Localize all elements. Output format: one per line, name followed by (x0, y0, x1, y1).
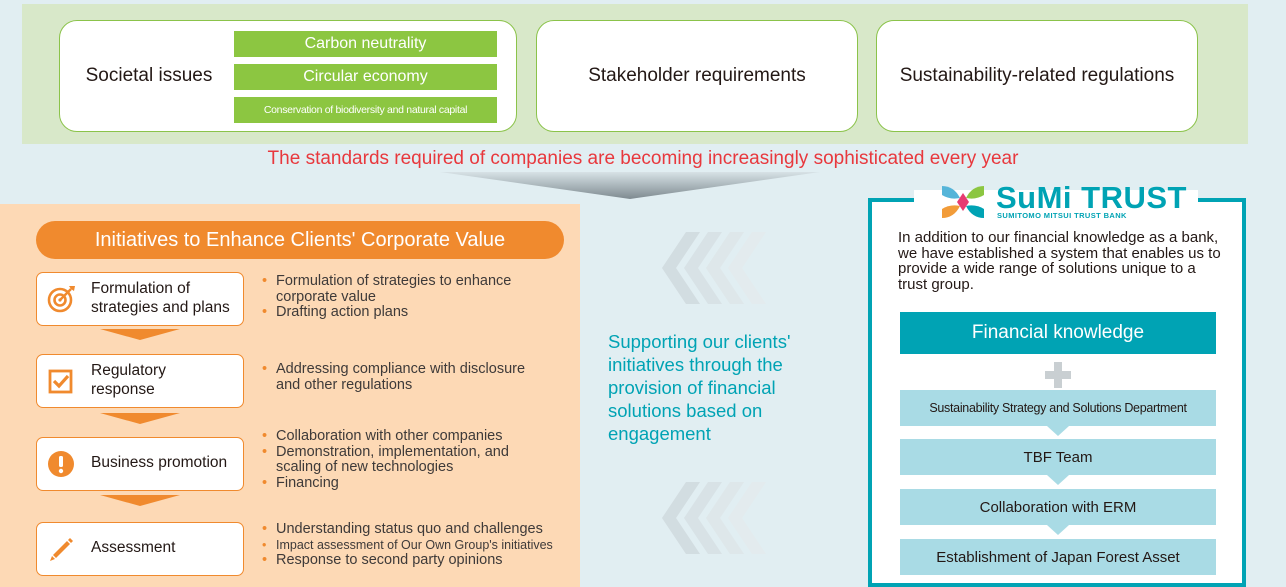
tagline: The standards required of companies are … (267, 148, 1019, 169)
sumi-trust-logo-icon (942, 186, 984, 218)
step-connector-arrow (100, 495, 180, 506)
sustainability-regulations-box: Sustainability-related regulations (876, 20, 1198, 132)
step-label: Business promotion (91, 454, 228, 472)
target-icon (47, 286, 75, 313)
pencil-icon (50, 538, 73, 561)
logo-name: SuMi TRUST (996, 180, 1187, 215)
bullet-item: Understanding status quo and challenges (258, 521, 568, 538)
bullet-item: Financing (258, 475, 548, 492)
checkbox-icon (48, 369, 73, 394)
step-3-bullets: Collaboration with other companies Demon… (258, 428, 548, 492)
stakeholder-requirements-box: Stakeholder requirements (536, 20, 858, 132)
bullet-item: Response to second party opinions (258, 552, 568, 569)
flow-arrow (1047, 525, 1069, 535)
solutions-item-forest-asset: Establishment of Japan Forest Asset (900, 539, 1216, 575)
issue-biodiversity: Conservation of biodiversity and natural… (234, 97, 497, 123)
exclamation-icon (48, 451, 74, 477)
bullet-item: Drafting action plans (258, 304, 558, 321)
funnel-arrow (440, 172, 820, 199)
financial-knowledge-box: Financial knowledge (900, 312, 1216, 354)
flow-arrow (1047, 475, 1069, 485)
issue-circular-economy: Circular economy (234, 64, 497, 90)
bullet-item: Formulation of strategies to enhance cor… (258, 273, 558, 305)
solutions-item-erm: Collaboration with ERM (900, 489, 1216, 525)
societal-issues-label: Societal issues (85, 65, 213, 86)
chevrons-left-bottom-icon (662, 482, 766, 554)
bullet-item: Impact assessment of Our Own Group's ini… (258, 538, 568, 554)
flow-arrow (1047, 426, 1069, 436)
step-formulation: Formulation of strategies and plans (36, 272, 244, 326)
supporting-text: Supporting our clients' initiatives thro… (608, 331, 791, 444)
step-label: Regulatory response (91, 361, 166, 398)
step-1-bullets: Formulation of strategies to enhance cor… (258, 273, 558, 321)
step-connector-arrow (100, 413, 180, 424)
bullet-item: Collaboration with other companies (258, 428, 548, 445)
sumi-trust-description: In addition to our financial knowledge a… (898, 229, 1221, 293)
step-label: Assessment (91, 539, 176, 557)
solutions-item-tbf: TBF Team (900, 439, 1216, 475)
step-label: Formulation of strategies and plans (91, 279, 230, 316)
step-4-bullets: Understanding status quo and challenges … (258, 521, 568, 569)
chevrons-left-top-icon (662, 232, 766, 304)
step-2-bullets: Addressing compliance with disclosure an… (258, 361, 528, 393)
step-business-promotion: Business promotion (36, 437, 244, 491)
step-assessment: Assessment (36, 522, 244, 576)
step-regulatory: Regulatory response (36, 354, 244, 408)
logo-subtitle: SUMITOMO MITSUI TRUST BANK (997, 211, 1127, 220)
bullet-item: Addressing compliance with disclosure an… (258, 361, 528, 393)
initiatives-title: Initiatives to Enhance Clients' Corporat… (36, 221, 564, 259)
solutions-item-sustainability: Sustainability Strategy and Solutions De… (900, 390, 1216, 426)
issue-carbon-neutrality: Carbon neutrality (234, 31, 497, 57)
step-connector-arrow (100, 329, 180, 340)
bullet-item: Demonstration, implementation, and scali… (258, 444, 548, 476)
plus-icon (1045, 362, 1071, 388)
